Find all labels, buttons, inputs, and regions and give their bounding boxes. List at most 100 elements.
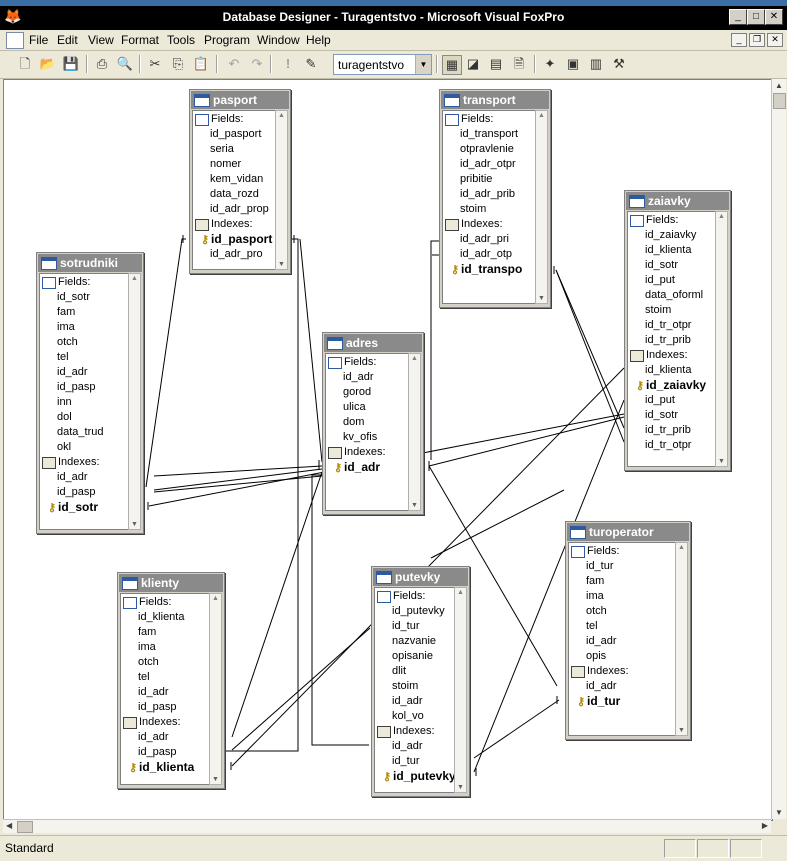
table-scrollbar[interactable]: ▲▼ <box>675 542 688 736</box>
undo-icon[interactable]: ↶ <box>228 56 240 71</box>
index-item-primary[interactable]: ⚷id_adr <box>334 460 380 475</box>
scroll-down-icon[interactable]: ▼ <box>411 502 418 509</box>
table-putevky[interactable]: putevky Fields: id_putevky id_tur nazvan… <box>371 566 470 797</box>
table-scrollbar[interactable]: ▲▼ <box>454 587 467 793</box>
field-item[interactable]: id_adr_otpr <box>460 158 516 170</box>
index-item-primary[interactable]: ⚷id_zaiavky <box>636 378 706 393</box>
field-item[interactable]: id_sotr <box>57 291 91 303</box>
scroll-down-icon[interactable]: ▼ <box>457 784 464 791</box>
field-item[interactable]: data_rozd <box>210 188 259 200</box>
properties-icon[interactable]: ▤ <box>489 56 503 71</box>
table-pasport[interactable]: pasport Fields: id_pasport seria nomer k… <box>189 89 291 274</box>
index-item[interactable]: id_pasp <box>57 486 96 498</box>
scroll-down-icon[interactable]: ▼ <box>278 261 285 268</box>
field-item[interactable]: id_tur <box>392 620 420 632</box>
field-item[interactable]: dlit <box>392 665 407 677</box>
coverage-profiler-icon[interactable]: ▥ <box>589 56 603 71</box>
menu-format[interactable]: Format <box>121 33 160 47</box>
table-turoperator[interactable]: turoperator Fields: id_tur fam ima otch … <box>565 521 691 740</box>
table-caption[interactable]: klienty <box>119 574 223 592</box>
field-item[interactable]: dol <box>57 411 72 423</box>
field-item[interactable]: id_adr_prib <box>460 188 516 200</box>
chevron-down-icon[interactable]: ▼ <box>415 55 431 74</box>
table-caption[interactable]: turoperator <box>567 523 689 541</box>
table-klienty[interactable]: klienty Fields: id_klienta fam ima otch … <box>117 572 225 789</box>
table-sotrudniki[interactable]: sotrudniki Fields: id_sotr fam ima otch … <box>36 252 144 534</box>
field-item[interactable]: tel <box>57 351 69 363</box>
index-item[interactable]: id_tr_prib <box>645 424 691 436</box>
index-item[interactable]: id_adr_pro <box>210 248 263 260</box>
scroll-up-icon[interactable]: ▲ <box>212 595 219 602</box>
table-adres[interactable]: adres Fields: id_adr gorod ulica dom kv_… <box>322 332 424 515</box>
index-item-primary[interactable]: ⚷id_klienta <box>129 760 194 775</box>
field-item[interactable]: pribitie <box>460 173 493 185</box>
field-item[interactable]: opis <box>586 650 607 662</box>
field-item[interactable]: id_klienta <box>138 611 185 623</box>
scroll-up-icon[interactable]: ▲ <box>278 112 285 119</box>
designer-canvas[interactable]: pasport Fields: id_pasport seria nomer k… <box>3 79 773 821</box>
index-item[interactable]: id_klienta <box>645 364 692 376</box>
table-field-list[interactable]: Fields: id_transport otpravlenie id_adr_… <box>442 110 536 304</box>
field-item[interactable]: gorod <box>343 386 372 398</box>
index-item-primary[interactable]: ⚷id_transpo <box>451 262 522 277</box>
redo-icon[interactable]: ↷ <box>251 56 263 71</box>
index-item[interactable]: id_pasp <box>138 746 177 758</box>
field-item[interactable]: otch <box>138 656 159 668</box>
cut-icon[interactable]: ✂ <box>149 56 161 71</box>
scroll-thumb[interactable] <box>773 93 786 109</box>
paste-icon[interactable]: 📋 <box>192 56 210 71</box>
menu-program[interactable]: Program <box>204 33 251 47</box>
foxpro-app-icon[interactable]: 🦊 <box>4 8 22 24</box>
field-item[interactable]: stoim <box>645 304 672 316</box>
index-item[interactable]: id_tr_otpr <box>645 439 692 451</box>
field-item[interactable]: id_sotr <box>645 259 679 271</box>
field-item[interactable]: tel <box>138 671 150 683</box>
index-item[interactable]: id_adr_pri <box>460 233 509 245</box>
menu-edit[interactable]: Edit <box>57 33 78 47</box>
field-item[interactable]: seria <box>210 143 234 155</box>
field-item[interactable]: stoim <box>460 203 487 215</box>
database-designer-icon[interactable]: ▦ <box>442 55 462 75</box>
field-item[interactable]: id_pasp <box>138 701 177 713</box>
scroll-down-icon[interactable]: ▼ <box>212 776 219 783</box>
index-item[interactable]: id_put <box>645 394 675 406</box>
scroll-thumb[interactable] <box>17 821 33 833</box>
field-item[interactable]: ima <box>586 590 604 602</box>
scroll-up-icon[interactable]: ▲ <box>538 112 545 119</box>
scroll-down-icon[interactable]: ▼ <box>718 458 725 465</box>
index-item[interactable]: id_adr <box>138 731 169 743</box>
vertical-scrollbar[interactable]: ▲ ▼ <box>771 79 786 819</box>
table-field-list[interactable]: Fields: id_sotr fam ima otch tel id_adr … <box>39 273 129 530</box>
index-item-primary[interactable]: ⚷id_pasport <box>201 232 272 247</box>
scroll-left-icon[interactable]: ◀ <box>6 821 13 830</box>
table-field-list[interactable]: Fields: id_adr gorod ulica dom kv_ofis I… <box>325 353 409 511</box>
field-item[interactable]: id_transport <box>460 128 519 140</box>
table-transport[interactable]: transport Fields: id_transport otpravlen… <box>439 89 551 308</box>
table-caption[interactable]: pasport <box>191 91 289 109</box>
field-item[interactable]: id_put <box>645 274 675 286</box>
table-zaiavky[interactable]: zaiavky Fields: id_zaiavky id_klienta id… <box>624 190 731 471</box>
field-item[interactable]: okl <box>57 441 72 453</box>
field-item[interactable]: id_pasport <box>210 128 262 140</box>
table-caption[interactable]: transport <box>441 91 549 109</box>
save-icon[interactable]: 💾 <box>62 56 80 71</box>
scroll-down-icon[interactable]: ▼ <box>775 808 783 817</box>
field-item[interactable]: fam <box>57 306 76 318</box>
scroll-up-icon[interactable]: ▲ <box>678 544 685 551</box>
index-item[interactable]: id_adr <box>392 740 423 752</box>
scroll-down-icon[interactable]: ▼ <box>678 727 685 734</box>
scroll-down-icon[interactable]: ▼ <box>538 295 545 302</box>
field-item[interactable]: kol_vo <box>392 710 424 722</box>
field-item[interactable]: ima <box>138 641 156 653</box>
code-icon[interactable]: 🗎 <box>513 56 525 71</box>
field-item[interactable]: kv_ofis <box>343 431 378 443</box>
scroll-up-icon[interactable]: ▲ <box>457 589 464 596</box>
index-item[interactable]: id_adr <box>586 680 617 692</box>
scroll-up-icon[interactable]: ▲ <box>411 355 418 362</box>
index-item-primary[interactable]: ⚷id_tur <box>577 694 620 709</box>
horizontal-scrollbar[interactable]: ◀ ▶ <box>3 819 771 833</box>
field-item[interactable]: dom <box>343 416 365 428</box>
table-scrollbar[interactable]: ▲▼ <box>408 353 421 511</box>
index-item[interactable]: id_adr_otp <box>460 248 512 260</box>
field-item[interactable]: stoim <box>392 680 419 692</box>
